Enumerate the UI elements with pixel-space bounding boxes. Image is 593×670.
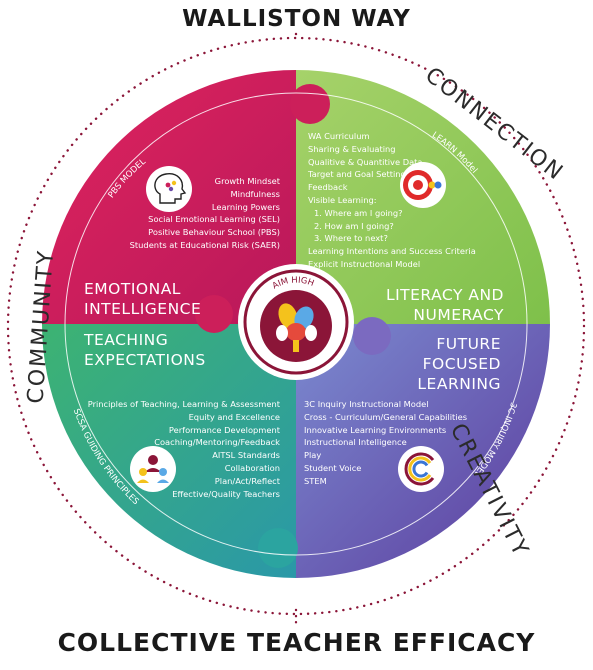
- target-icon: [400, 162, 446, 208]
- list-item: Social Emotional Learning (SEL): [148, 214, 280, 225]
- list-item: STEM: [304, 475, 327, 486]
- list-item: Innovative Learning Environments: [304, 424, 447, 435]
- list-item: Visible Learning:: [308, 194, 377, 205]
- puzzle-tab-right: [353, 317, 391, 355]
- list-item: Learning Intentions and Success Criteria: [308, 246, 476, 257]
- puzzle-tab-top: [290, 84, 330, 124]
- heading-line: LEARNING: [417, 375, 501, 393]
- center-badge-ring: [243, 269, 349, 375]
- list-item: Feedback: [308, 182, 348, 193]
- heading-line: EMOTIONAL: [84, 280, 181, 298]
- list-item: Cross - Curriculum/General Capabilities: [304, 411, 468, 422]
- heading-line: FUTURE: [436, 335, 501, 353]
- list-item: Performance Development: [168, 424, 280, 435]
- title-collective-teacher-efficacy: COLLECTIVE TEACHER EFFICACY: [57, 628, 536, 657]
- dotted-ring: [6, 36, 586, 616]
- list-literacy-numeracy: WA Curriculum Sharing & Evaluating Quali…: [308, 130, 476, 271]
- heading-line: FOCUSED: [422, 355, 501, 373]
- list-item: 2. How am I going?: [314, 220, 394, 231]
- list-emotional-intelligence: Growth Mindset Mindfulness Learning Powe…: [130, 175, 280, 252]
- list-item: Effective/Quality Teachers: [172, 488, 280, 499]
- puzzle-tab-left: [195, 295, 233, 333]
- list-item: Plan/Act/Reflect: [214, 475, 280, 486]
- list-item: Target and Goal Setting: [308, 169, 406, 180]
- heading-line: EXPECTATIONS: [84, 351, 206, 369]
- people-collaboration-icon: [130, 446, 176, 492]
- list-item: Principles of Teaching, Learning & Asses…: [87, 399, 280, 409]
- list-item: Learning Powers: [211, 201, 280, 212]
- list-item: 1. Where am I going?: [314, 207, 403, 218]
- title-walliston-way: WALLISTON WAY: [182, 6, 411, 32]
- heading-literacy-numeracy: LITERACY AND NUMERACY: [386, 285, 504, 325]
- list-item: 3C Inquiry Instructional Model: [304, 399, 429, 409]
- list-item: Collaboration: [224, 462, 280, 473]
- puzzle-tab-bottom: [258, 528, 298, 568]
- heading-line: NUMERACY: [413, 306, 504, 324]
- heading-line: INTELLIGENCE: [84, 300, 202, 318]
- list-item: Play: [304, 450, 322, 461]
- three-c-logo-icon: [398, 446, 444, 492]
- heading-future-focused-learning: FUTURE FOCUSED LEARNING: [417, 334, 501, 394]
- list-item: Student Voice: [304, 462, 362, 473]
- list-item: Sharing & Evaluating: [308, 143, 396, 154]
- list-item: 3. Where to next?: [314, 233, 388, 244]
- list-item: Explicit Instructional Model: [308, 258, 421, 269]
- list-item: AITSL Standards: [212, 450, 280, 461]
- heading-line: LITERACY AND: [385, 286, 504, 304]
- hands-icon: [276, 303, 317, 352]
- inner-ring: [64, 92, 528, 556]
- list-teaching-expectations: Principles of Teaching, Learning & Asses…: [88, 398, 280, 500]
- list-item: Growth Mindset: [214, 176, 280, 186]
- list-item: WA Curriculum: [308, 131, 370, 141]
- list-item: Coaching/Mentoring/Feedback: [154, 437, 280, 448]
- heading-emotional-intelligence: EMOTIONAL INTELLIGENCE: [84, 279, 201, 319]
- list-item: Qualitive & Quantitive Data: [308, 156, 423, 167]
- list-item: Positive Behaviour School (PBS): [148, 227, 280, 238]
- brain-head-icon: [146, 166, 192, 212]
- heading-teaching-expectations: TEACHING EXPECTATIONS: [84, 330, 206, 370]
- heading-line: TEACHING: [84, 331, 169, 349]
- list-item: Students at Educational Risk (SAER): [129, 239, 280, 250]
- list-future-focused-learning: 3C Inquiry Instructional Model Cross - C…: [304, 398, 467, 488]
- list-item: Mindfulness: [230, 188, 280, 199]
- list-item: Instructional Intelligence: [304, 437, 407, 448]
- list-item: Equity and Excellence: [188, 411, 280, 422]
